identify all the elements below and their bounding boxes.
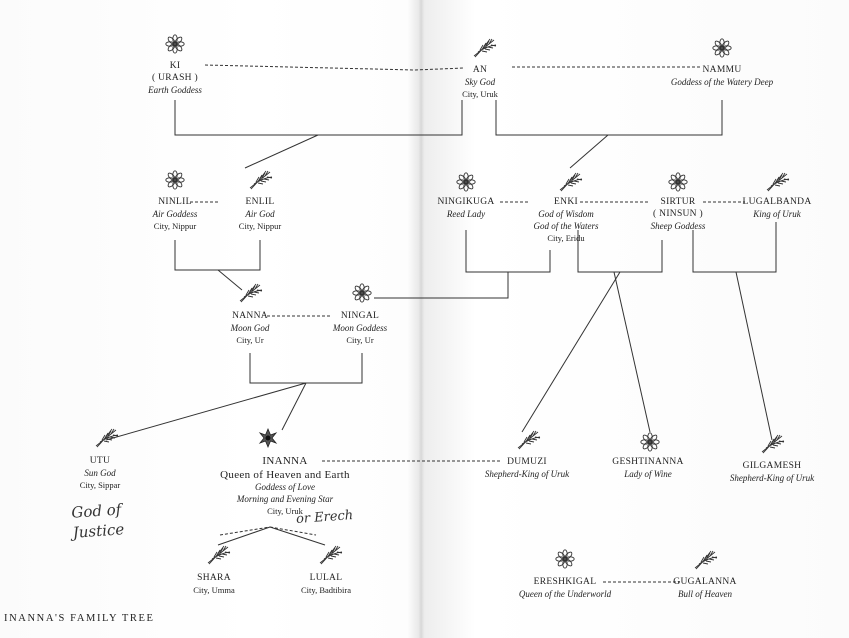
node-ningal: NINGAL Moon Goddess City, Ur [333,310,387,346]
ninlil-title: Air Goddess [152,209,198,219]
enlil-title: Air God [245,209,275,219]
gilgamesh-name: GILGAMESH [742,461,802,471]
ninlil-city: City, Nippur [153,221,197,231]
ereshkigal-name: ERESHKIGAL [533,577,597,587]
sirtur-title: Sheep Goddess [650,221,706,231]
inanna-title-2: Morning and Evening Star [236,494,334,504]
gilgamesh-title: Shepherd-King of Uruk [729,473,815,483]
shara-city: City, Umma [193,585,235,595]
utu-name: UTU [89,456,111,466]
an-city: City, Uruk [462,89,498,99]
enki-title-2: God of the Waters [533,221,599,231]
ereshkigal-title: Queen of the Underworld [518,589,612,599]
gugalanna-name: GUGALANNA [673,577,737,587]
handwritten-utu-note: God of Justice [70,500,125,542]
ningikuga-name: NINGIKUGA [437,197,495,207]
node-gilgamesh: GILGAMESH Shepherd-King of Uruk [730,460,814,484]
ningal-name: NINGAL [340,311,380,321]
enlil-name: ENLIL [245,197,275,207]
node-ki: KI ( URASH ) Earth Goddess [148,60,202,96]
lulal-name: LULAL [309,573,343,583]
enki-name: ENKI [554,197,578,207]
node-lugalbanda: LUGALBANDA King of Uruk [743,196,812,220]
shara-name: SHARA [197,573,231,583]
enki-city: City, Eridu [547,233,585,243]
ki-alt-name: ( URASH ) [152,73,198,83]
node-ereshkigal: ERESHKIGAL Queen of the Underworld [519,576,611,600]
dumuzi-name: DUMUZI [507,457,547,467]
ki-title: Earth Goddess [148,85,202,95]
lugalbanda-name: LUGALBANDA [742,197,812,207]
an-title: Sky God [464,77,496,87]
page-caption: INANNA'S FAMILY TREE [4,613,155,624]
lulal-city: City, Badtibira [301,585,351,595]
node-gugalanna: GUGALANNA Bull of Heaven [673,576,736,600]
nanna-title: Moon God [230,323,270,333]
node-shara: SHARA City, Umma [193,572,234,596]
sirtur-alt-name: ( NINSUN ) [653,209,703,219]
nammu-name: NAMMU [702,65,742,75]
gugalanna-title: Bull of Heaven [678,589,732,599]
lugalbanda-title: King of Uruk [753,209,801,219]
node-enki: ENKI God of Wisdom God of the Waters Cit… [534,196,599,244]
inanna-city: City, Uruk [267,506,303,516]
inanna-name: INANNA [262,455,308,467]
nanna-name: NANNA [232,311,268,321]
ningikuga-title: Reed Lady [446,209,486,219]
ninlil-name: NINLIL [158,197,192,207]
geshtinanna-name: GESHTINANNA [612,457,684,467]
utu-title: Sun God [84,468,116,478]
enki-title: God of Wisdom [538,209,594,219]
enlil-city: City, Nippur [238,221,282,231]
utu-city: City, Sippar [79,480,121,490]
ki-name: KI [169,61,181,71]
an-name: AN [472,65,488,75]
node-lulal: LULAL City, Badtibira [301,572,351,596]
node-enlil: ENLIL Air God City, Nippur [239,196,281,232]
node-ninlil: NINLIL Air Goddess City, Nippur [153,196,198,232]
ningal-city: City, Ur [346,335,374,345]
node-ningikuga: NINGIKUGA Reed Lady [437,196,494,220]
node-nammu: NAMMU Goddess of the Watery Deep [671,64,773,88]
nanna-city: City, Ur [236,335,264,345]
nammu-title: Goddess of the Watery Deep [670,77,774,87]
inanna-dark-star-icon [258,427,278,449]
sirtur-name: SIRTUR [660,197,696,207]
node-an: AN Sky God City, Uruk [462,64,498,100]
node-geshtinanna: GESHTINANNA Lady of Wine [612,456,683,480]
node-inanna: INANNA Queen of Heaven and Earth Goddess… [220,455,350,517]
ningal-title: Moon Goddess [332,323,388,333]
node-utu: UTU Sun God City, Sippar [80,455,121,491]
inanna-title: Goddess of Love [254,482,315,492]
geshtinanna-title: Lady of Wine [624,469,672,479]
node-sirtur: SIRTUR ( NINSUN ) Sheep Goddess [651,196,706,232]
node-dumuzi: DUMUZI Shepherd-King of Uruk [485,456,569,480]
dumuzi-title: Shepherd-King of Uruk [484,469,570,479]
god-wheat-sheaf-icons [95,38,790,570]
inanna-subtitle: Queen of Heaven and Earth [220,469,350,481]
node-nanna: NANNA Moon God City, Ur [231,310,270,346]
